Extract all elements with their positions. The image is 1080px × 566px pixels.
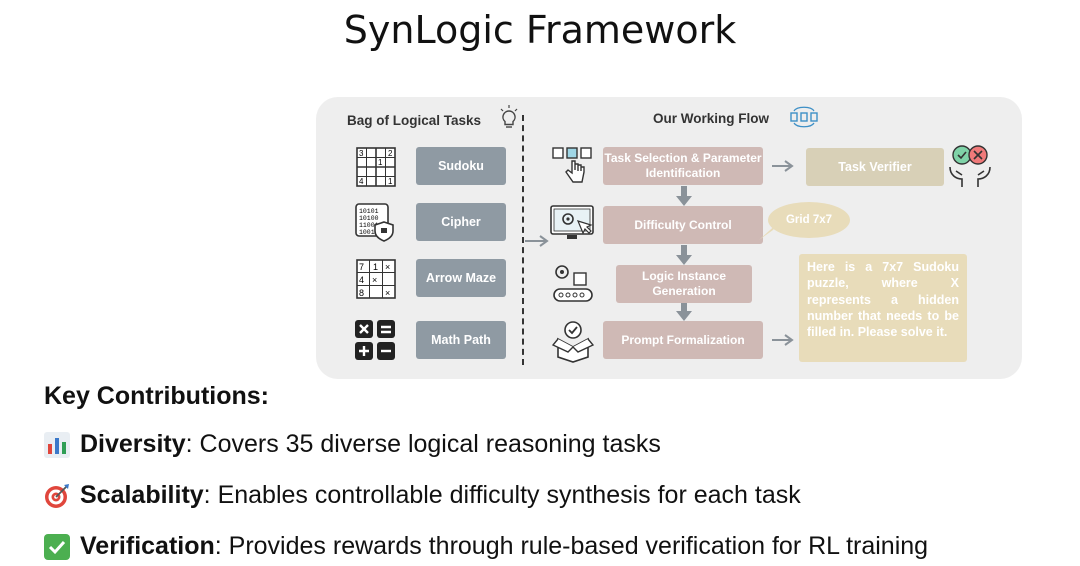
check-box-icon	[44, 533, 70, 560]
right-arrow	[772, 160, 794, 172]
package-check-icon	[552, 321, 594, 363]
svg-text:1: 1	[378, 158, 383, 167]
contributions-heading: Key Contributions:	[44, 382, 269, 410]
math-operators-icon	[355, 320, 395, 360]
contribution-text: : Provides rewards through rule-based ve…	[214, 532, 929, 560]
down-arrow	[676, 303, 692, 321]
contribution-verification: Verification: Provides rewards through r…	[44, 532, 928, 561]
svg-text:11001: 11001	[359, 222, 379, 229]
gear-monitor-icon	[550, 205, 594, 239]
task-cipher: Cipher	[416, 203, 506, 241]
contribution-text: : Covers 35 diverse logical reasoning ta…	[185, 430, 661, 458]
contribution-name: Verification	[80, 532, 215, 560]
flow-title: Our Working Flow	[653, 111, 769, 126]
prompt-output-box: Here is a 7x7 Sudoku puzzle, where X rep…	[799, 254, 967, 362]
task-verifier-box: Task Verifier	[806, 148, 944, 186]
divider-line	[522, 115, 524, 365]
svg-text:10100: 10100	[359, 215, 379, 222]
down-arrow	[676, 186, 692, 206]
svg-text:2: 2	[388, 149, 393, 158]
grid-bubble: Grid 7x7	[768, 202, 850, 238]
contribution-text: : Enables controllable difficulty synthe…	[203, 481, 801, 509]
contribution-name: Diversity	[80, 430, 186, 458]
svg-text:3: 3	[359, 149, 364, 158]
svg-text:1: 1	[373, 262, 378, 272]
task-math-path: Math Path	[416, 321, 506, 359]
sudoku-grid-icon: 3 2 1 4 1	[356, 147, 396, 187]
down-arrow	[676, 245, 692, 265]
svg-text:7: 7	[359, 262, 364, 272]
svg-text:8: 8	[359, 288, 364, 298]
verify-hands-icon	[949, 145, 991, 187]
page-title: SynLogic Framework	[343, 8, 737, 52]
contribution-name: Scalability	[80, 481, 204, 509]
svg-text:1: 1	[388, 177, 393, 186]
svg-text:×: ×	[385, 288, 390, 298]
bar-chart-icon	[44, 431, 70, 458]
binary-shield-icon: 10101 10100 11001 10011	[355, 203, 394, 242]
flow-task-selection: Task Selection & Parameter Identificatio…	[603, 147, 763, 185]
lightbulb-icon	[500, 105, 518, 128]
svg-text:10101: 10101	[359, 208, 379, 215]
svg-text:4: 4	[359, 177, 364, 186]
task-sudoku: Sudoku	[416, 147, 506, 185]
target-icon	[45, 483, 69, 508]
task-arrow-maze: Arrow Maze	[416, 259, 506, 297]
svg-text:10011: 10011	[359, 229, 379, 236]
right-arrow	[772, 334, 794, 346]
svg-text:4: 4	[359, 275, 364, 285]
conveyor-icon	[553, 265, 593, 302]
contribution-scalability: Scalability: Enables controllable diffic…	[44, 481, 801, 510]
flow-logic-generation: Logic Instance Generation	[616, 265, 752, 303]
input-arrow	[525, 235, 549, 247]
flow-prompt-formalization: Prompt Formalization	[603, 321, 763, 359]
workflow-icon	[790, 106, 818, 128]
tap-selection-icon	[552, 147, 592, 183]
flow-difficulty-control: Difficulty Control	[603, 206, 763, 244]
svg-text:×: ×	[385, 262, 390, 272]
svg-text:×: ×	[372, 275, 377, 285]
bag-title: Bag of Logical Tasks	[347, 113, 482, 128]
contribution-diversity: Diversity: Covers 35 diverse logical rea…	[44, 430, 661, 459]
